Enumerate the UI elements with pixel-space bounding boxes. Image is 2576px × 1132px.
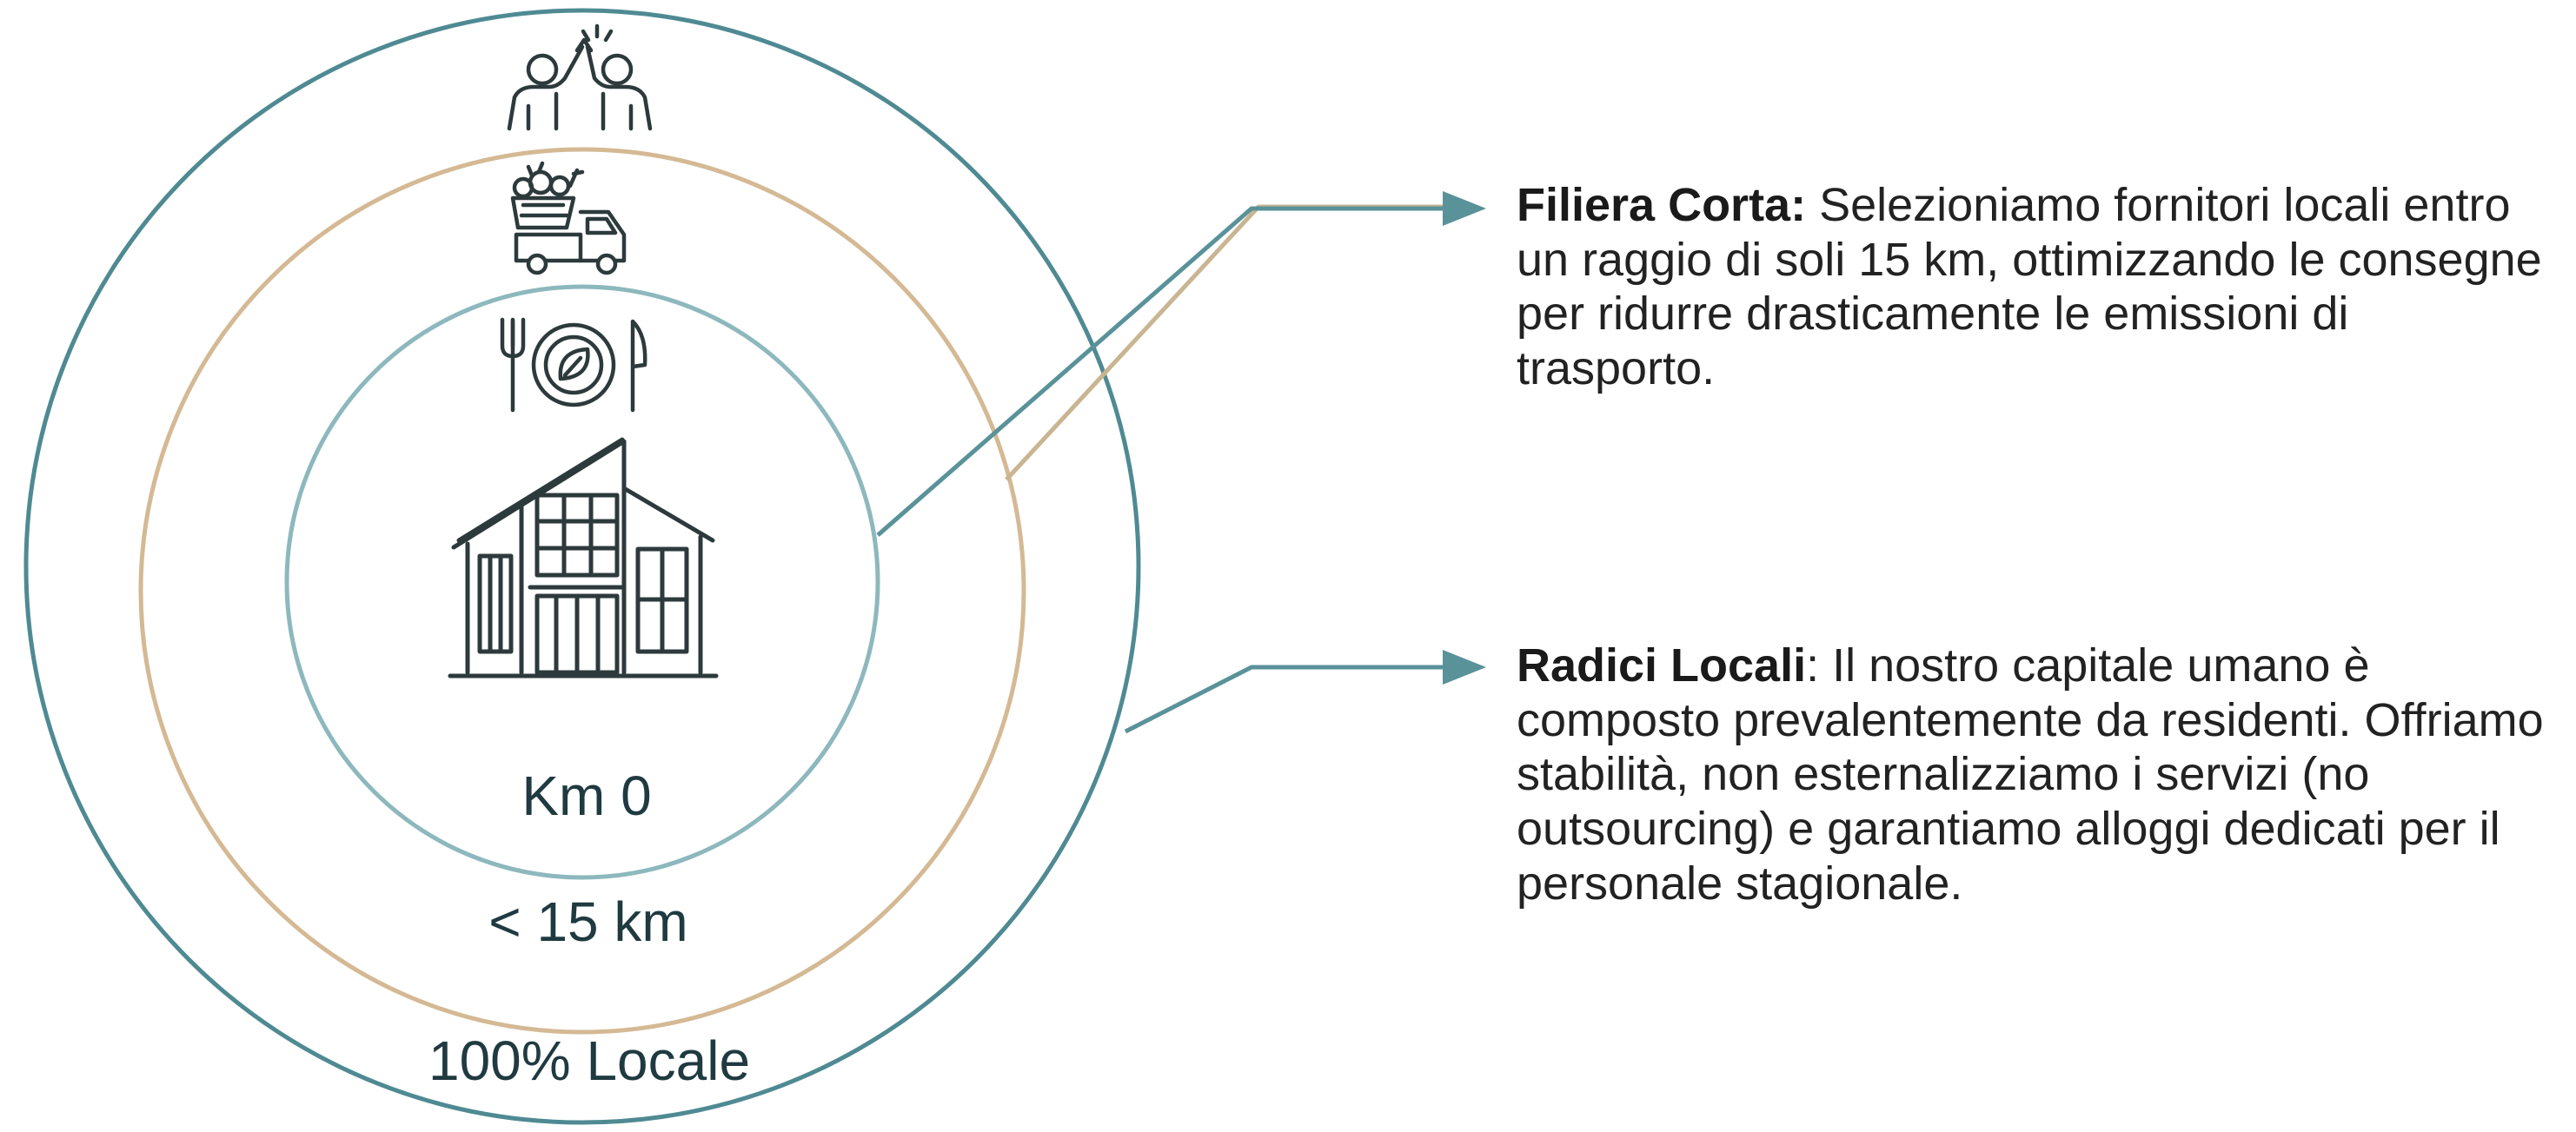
callout-filiera-title: Filiera Corta: bbox=[1517, 179, 1807, 231]
vegetable-delivery-truck-icon bbox=[510, 161, 627, 275]
outer-ring bbox=[23, 8, 1141, 1125]
callout-radici-title: Radici Locali bbox=[1517, 639, 1807, 692]
middle-ring-label: < 15 km bbox=[488, 890, 687, 953]
lower-arrowhead bbox=[1443, 650, 1486, 685]
callout-filiera-text: Selezioniamo fornitori locali entro un r… bbox=[1517, 179, 2542, 394]
building-icon bbox=[448, 437, 719, 679]
high-five-people-icon bbox=[507, 23, 653, 131]
plate-fork-knife-leaf-icon bbox=[500, 317, 647, 413]
inner-ring bbox=[284, 284, 880, 880]
inner-ring-label: Km 0 bbox=[521, 765, 651, 827]
middle-ring-connector bbox=[1005, 204, 1450, 481]
callout-radici-locali: Radici Locali: Il nostro capitale umano … bbox=[1517, 639, 2559, 910]
connector-lines bbox=[876, 191, 1486, 734]
upper-arrowhead bbox=[1443, 191, 1486, 226]
middle-ring bbox=[138, 147, 1026, 1035]
outer-ring-connector bbox=[1124, 665, 1450, 734]
outer-ring-label: 100% Locale bbox=[428, 1029, 750, 1092]
inner-ring-connector bbox=[876, 206, 1450, 537]
callout-radici-text: : Il nostro capitale umano è composto pr… bbox=[1517, 639, 2544, 910]
callout-filiera-corta: Filiera Corta: Selezioniamo fornitori lo… bbox=[1517, 178, 2559, 396]
